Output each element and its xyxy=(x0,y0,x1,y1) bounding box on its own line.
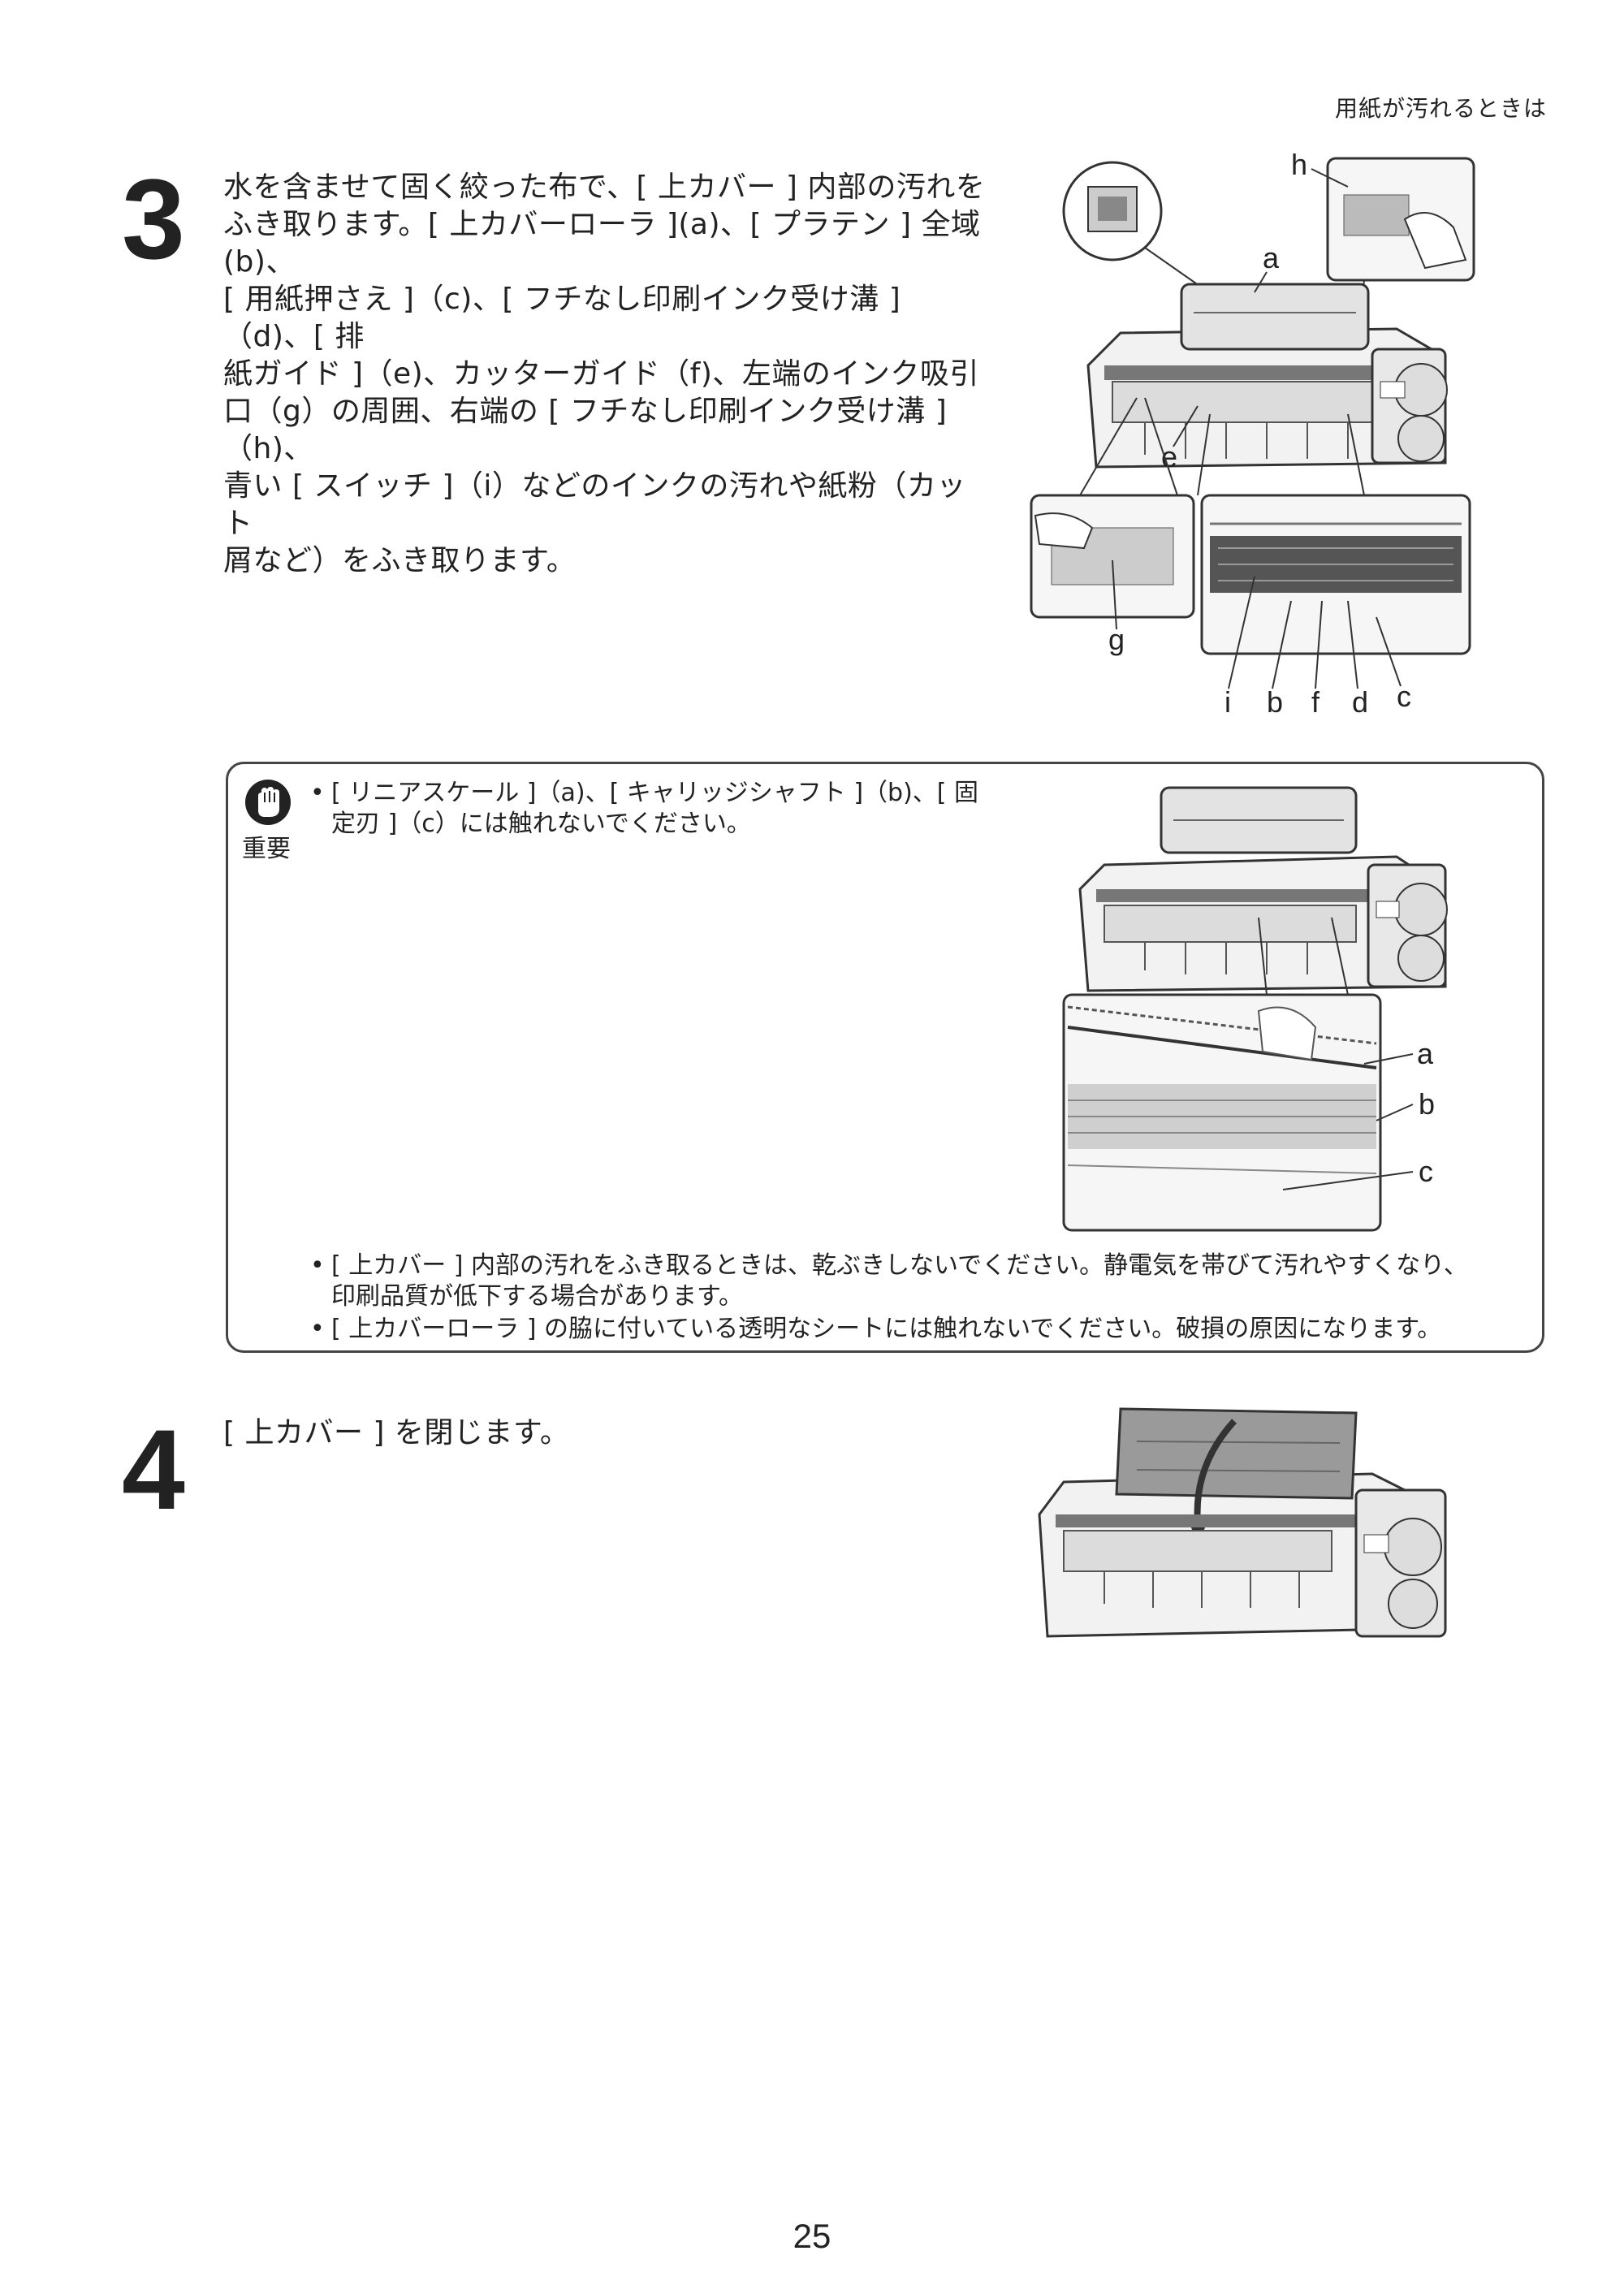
step-3-instructions: 水を含ませて固く絞った布で、[ 上カバー ] 内部の汚れを ふき取ります。[ 上… xyxy=(223,169,987,580)
important-bullet-1-text: [ リニアスケール ]（a)、[ キャリッジシャフト ]（b)、[ 固 定刃 ]… xyxy=(331,779,979,838)
step-4-text: [ 上カバー ] を閉じます。 xyxy=(223,1416,570,1449)
step-4-number: 4 xyxy=(122,1406,185,1533)
callout-e: e xyxy=(1161,440,1177,473)
callout-fixed-blade-c: c xyxy=(1419,1155,1433,1188)
callout-f: f xyxy=(1311,685,1320,719)
important-icon-wrap xyxy=(244,778,292,830)
callout-i: i xyxy=(1224,685,1231,719)
callout-d: d xyxy=(1352,685,1368,719)
important-bullet-2: •[ 上カバー ] 内部の汚れをふき取るときは、乾ぶきしないでください。静電気を… xyxy=(310,1251,1528,1312)
callout-c: c xyxy=(1397,680,1411,713)
callout-a: a xyxy=(1263,241,1280,274)
important-bullet-1: •[ リニアスケール ]（a)、[ キャリッジシャフト ]（b)、[ 固 定刃 … xyxy=(310,778,1025,840)
important-bullet-3-text: [ 上カバーローラ ] の脇に付いている透明なシートには触れないでください。破損… xyxy=(331,1315,1442,1343)
section-header: 用紙が汚れるときは xyxy=(1334,95,1547,122)
hand-stop-icon xyxy=(245,780,291,825)
important-printer-figure: a b c xyxy=(1056,775,1527,1238)
callout-b: b xyxy=(1267,685,1283,719)
important-note-box xyxy=(226,762,1544,1353)
step-3-printer-figure: h a e g xyxy=(1023,146,1478,724)
callout-linear-scale-a: a xyxy=(1417,1037,1434,1070)
callout-g: g xyxy=(1108,623,1125,656)
step-3-number: 3 xyxy=(122,155,185,283)
step-4-printer-figure xyxy=(1031,1393,1486,1685)
close-cover-illustration xyxy=(1038,1407,1447,1638)
callout-h: h xyxy=(1291,148,1307,181)
step-4-instructions: [ 上カバー ] を閉じます。 xyxy=(223,1415,954,1452)
important-bullet-2-text: [ 上カバー ] 内部の汚れをふき取るときは、乾ぶきしないでください。静電気を帯… xyxy=(331,1251,1468,1311)
important-label: 重要 xyxy=(242,835,291,863)
printer-parts-illustration: a b c xyxy=(1062,786,1448,1232)
step-3-text: 水を含ませて固く絞った布で、[ 上カバー ] 内部の汚れを ふき取ります。[ 上… xyxy=(223,171,986,577)
callout-carriage-shaft-b: b xyxy=(1419,1087,1435,1121)
important-bullet-3: •[ 上カバーローラ ] の脇に付いている透明なシートには触れないでください。破… xyxy=(310,1314,1528,1345)
printer-cleaning-illustration: h a e g xyxy=(1030,148,1475,719)
page-number: 25 xyxy=(793,2217,831,2255)
